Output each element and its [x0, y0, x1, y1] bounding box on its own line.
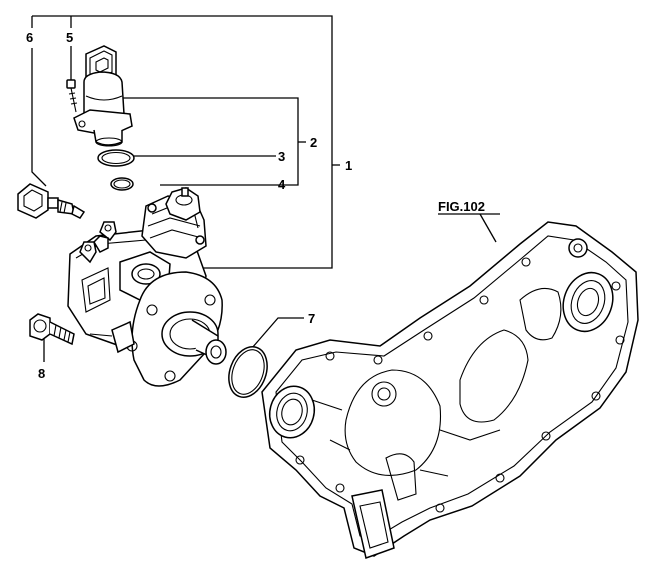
figure-reference: FIG.102 [438, 199, 485, 214]
leader-lines [31, 15, 500, 362]
gear-case-part [261, 221, 639, 559]
fig-ref-leader [479, 213, 497, 243]
callout-labels: 6 5 2 1 3 4 7 8 FIG.102 [26, 30, 485, 381]
small-o-ring-part [110, 177, 134, 191]
callout-8: 8 [38, 366, 45, 381]
callout-2: 2 [310, 135, 317, 150]
leader-6 [31, 48, 47, 187]
callout-5: 5 [66, 30, 73, 45]
callout-4: 4 [278, 177, 286, 192]
large-o-ring-part [97, 149, 135, 167]
screw-part [66, 79, 78, 113]
callout-3: 3 [278, 149, 285, 164]
solenoid-valve-part [73, 45, 133, 147]
leader-7 [251, 317, 304, 349]
callout-6: 6 [26, 30, 33, 45]
callout-1: 1 [345, 158, 352, 173]
flange-bolt-part [29, 313, 75, 346]
bracket-2 [100, 97, 299, 186]
temperature-sensor-part [17, 183, 86, 219]
injection-pump-part [67, 187, 227, 387]
callout-7: 7 [308, 311, 315, 326]
pump-o-ring-part [228, 346, 268, 398]
bracket-1 [32, 15, 333, 269]
